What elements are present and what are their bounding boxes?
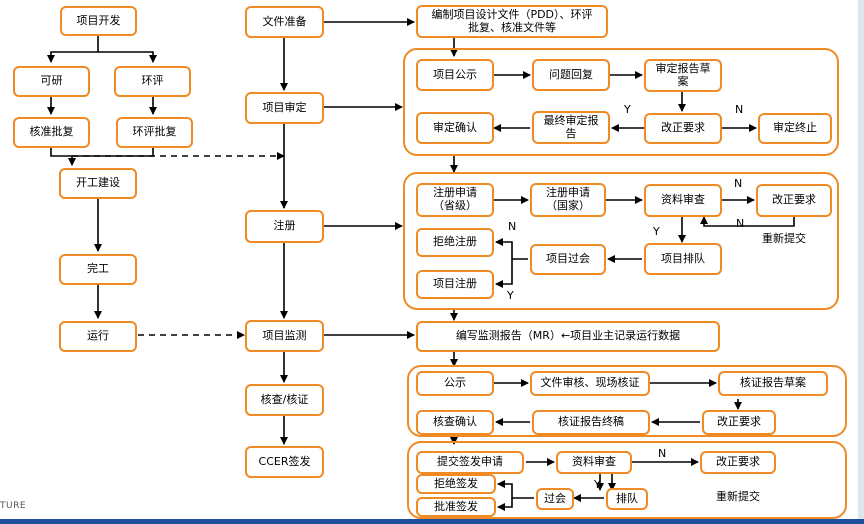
node-registration: 注册 (245, 210, 324, 243)
node-completion: 完工 (59, 254, 137, 285)
node-eia: 环评 (114, 66, 191, 97)
node-iss-meeting: 过会 (536, 488, 574, 510)
node-monitoring: 项目监测 (245, 320, 324, 352)
right-edge-bar (858, 0, 864, 524)
node-ver-final: 核证报告终稿 (532, 410, 650, 435)
node-iss-review: 资料审查 (556, 451, 632, 474)
node-v-confirm: 审定确认 (416, 112, 494, 144)
node-approval: 核准批复 (13, 117, 90, 148)
node-iss-queue: 排队 (606, 488, 648, 510)
node-verification: 核查/核证 (245, 384, 324, 416)
node-ver-review: 文件审核、现场核证 (530, 371, 650, 396)
label-r-y2: Y (507, 289, 514, 302)
node-r-apply-nat: 注册申请 （国家） (530, 183, 606, 217)
arrow-dev-to-eia (98, 51, 157, 63)
node-ver-confirm: 核查确认 (416, 410, 494, 435)
node-r-queue: 项目排队 (644, 243, 722, 275)
node-operation: 运行 (59, 321, 137, 352)
arrow-imeeting-to-approve (497, 498, 513, 511)
node-pdd: 编制项目设计文件（PDD）、环评 批复、核准文件等 (416, 5, 608, 38)
node-iss-reject: 拒绝签发 (416, 474, 496, 494)
node-r-apply-prov: 注册申请 （省级） (416, 183, 494, 217)
node-v-publicity: 项目公示 (416, 59, 494, 91)
arrow-imeeting-to-reject (497, 480, 534, 499)
footer-bar (0, 519, 864, 524)
node-ver-draft: 核证报告草案 (718, 371, 828, 396)
node-ver-correction: 改正要求 (702, 410, 776, 435)
node-v-correction: 改正要求 (644, 113, 722, 144)
node-validation: 项目审定 (245, 92, 324, 124)
node-iss-apply: 提交签发申请 (416, 451, 524, 474)
node-eia-approval: 环评批复 (116, 117, 193, 148)
label-r-resubmit: 重新提交 (762, 232, 806, 245)
node-r-reject: 拒绝注册 (416, 228, 494, 257)
arrow-correction-back-to-review (700, 216, 795, 227)
node-iss-approve: 批准签发 (416, 497, 496, 517)
label-iss-y: Y (594, 478, 601, 491)
node-project-dev: 项目开发 (60, 6, 137, 36)
node-v-reply: 问题回复 (532, 59, 610, 91)
node-r-register: 项目注册 (416, 270, 494, 299)
node-doc-prep: 文件准备 (245, 6, 324, 38)
label-iss-n: N (658, 447, 667, 460)
label-iss-resubmit: 重新提交 (716, 490, 760, 503)
validation-group (403, 48, 839, 156)
verification-group (407, 365, 847, 437)
label-v-y: Y (624, 103, 631, 116)
label-r-y1: Y (653, 225, 660, 238)
node-r-review: 资料审查 (644, 184, 722, 217)
node-mr: 编写监测报告（MR）←项目业主记录运行数据 (416, 321, 720, 352)
label-r-n1: N (734, 177, 743, 190)
node-r-meeting: 项目过会 (530, 244, 606, 275)
label-v-n: N (735, 103, 744, 116)
node-feasibility: 可研 (13, 66, 90, 97)
label-r-n2: N (736, 217, 745, 230)
node-v-final: 最终审定报 告 (532, 111, 610, 144)
arrow-approvals-to-construction (50, 148, 154, 157)
node-v-terminate: 审定终止 (758, 113, 832, 144)
issuance-group (407, 441, 847, 519)
node-v-draft: 审定报告草 案 (644, 59, 722, 92)
node-issuance: CCER签发 (245, 446, 324, 478)
arrow-dev-to-branches (47, 36, 99, 63)
node-ver-publicity: 公示 (416, 371, 494, 396)
registration-group (403, 172, 839, 310)
label-r-n3: N (508, 220, 517, 233)
footer-text: TURE (0, 501, 27, 511)
node-iss-correction: 改正要求 (700, 451, 776, 474)
node-r-correction: 改正要求 (756, 184, 832, 217)
arrow-meeting-to-register (495, 259, 513, 288)
arrow-meeting-to-reject (495, 238, 528, 260)
node-construction: 开工建设 (59, 168, 137, 199)
